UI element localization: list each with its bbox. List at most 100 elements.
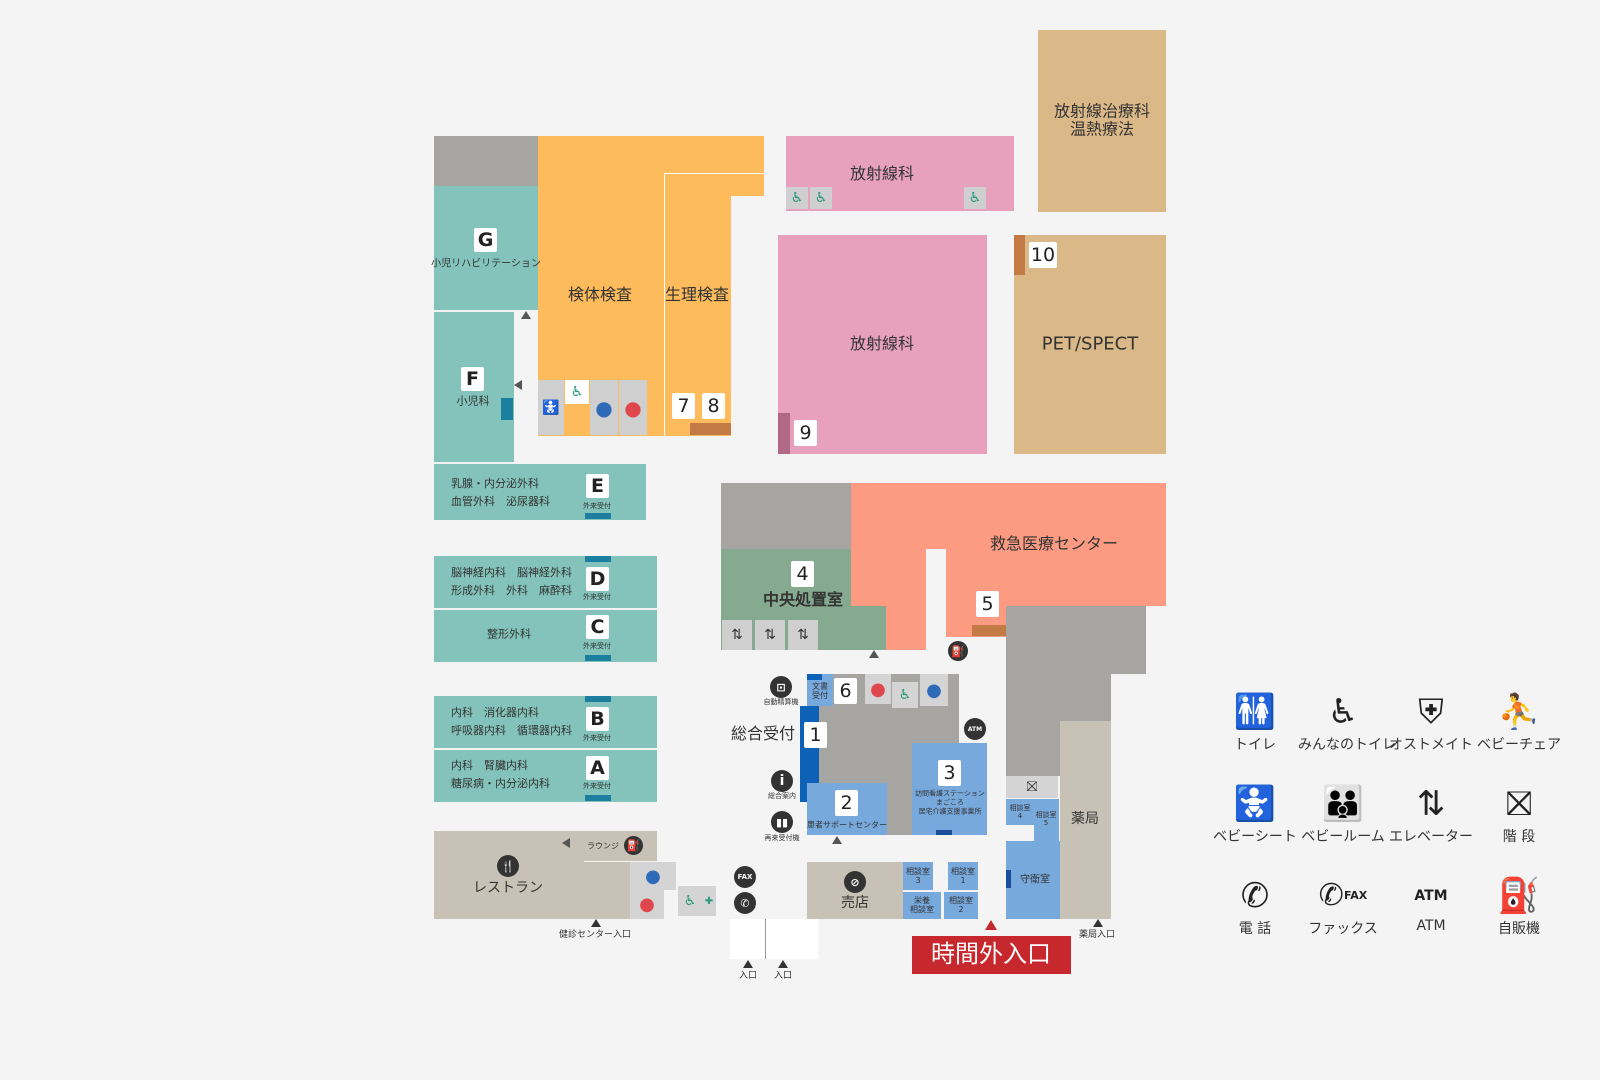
- accessible-toilet-icon: ♿: [565, 380, 589, 404]
- arrow-up: [521, 311, 531, 319]
- legend-item-baby-chair: ⛹ ベビーチェア: [1474, 690, 1564, 754]
- clinic-c[interactable]: [434, 610, 657, 662]
- room-number-9: 9: [794, 420, 817, 446]
- revisit-reception-label: 再来受付機: [764, 833, 800, 842]
- room-number-4: 4: [791, 561, 814, 587]
- legend: 🚻 トイレ ♿ みんなのトイレ ⛨ オストメイト ⛹ ベビーチェア 🚼 ベビーシ…: [1210, 690, 1580, 950]
- baby-chair-icon: ⛹: [1497, 692, 1541, 732]
- room-nutrition-consult[interactable]: [903, 892, 941, 919]
- room-9-marker: [778, 413, 790, 454]
- outpatient-reception-c: 外来受付: [583, 641, 611, 650]
- baby-sheet-icon: 🚼: [1233, 784, 1277, 824]
- legend-item-toilet: 🚻 トイレ: [1210, 690, 1300, 754]
- legend-label: 階 段: [1502, 829, 1536, 845]
- outpatient-reception-d: 外来受付: [583, 592, 611, 601]
- counter-cap: [807, 674, 822, 680]
- room-pet-spect[interactable]: [1014, 235, 1166, 454]
- room-pharmacy[interactable]: [1060, 721, 1111, 919]
- room-visiting-nurse[interactable]: [912, 743, 987, 835]
- reception-counter-c: [585, 655, 611, 661]
- emergency-wing: [886, 549, 926, 650]
- room-radiology-main[interactable]: [778, 235, 987, 454]
- reception-counter-e: [585, 513, 611, 519]
- room-pharmacy-label: 薬局: [1071, 810, 1099, 827]
- floor-map: 放射線治療科 温熱療法 PET/SPECT 10 放射線科 ♿ ♿ ♿ 放射線科…: [431, 30, 1166, 981]
- arrow-up: [832, 836, 842, 844]
- legend-item-telephone: ✆ 電 話: [1210, 874, 1300, 938]
- room-guard[interactable]: [1006, 841, 1060, 919]
- physio-divider-h: [664, 173, 764, 174]
- room-8-marker: [690, 423, 731, 435]
- clinic-a[interactable]: [434, 750, 657, 802]
- baby-room-icon: 👪: [1321, 784, 1365, 824]
- arrow-up: [743, 960, 753, 968]
- room-consult-2[interactable]: [944, 892, 978, 919]
- clinic-b[interactable]: [434, 696, 657, 748]
- fax-icon: FAX: [734, 866, 756, 888]
- room-number-1: 1: [804, 722, 827, 748]
- arrow-left: [514, 380, 522, 390]
- legend-label: ベビーチェア: [1477, 737, 1561, 753]
- legend-item-elevator: ⇅ エレベーター: [1386, 782, 1476, 846]
- room-consult-1-label: 相談室 1: [951, 866, 975, 885]
- lab-notch: [731, 196, 764, 436]
- after-hours-entrance-banner[interactable]: [912, 936, 1071, 974]
- general-reception-label: 総合受付: [730, 723, 796, 743]
- room-radiotherapy[interactable]: [1038, 30, 1166, 212]
- room-radiology-top-label: 放射線科: [849, 163, 915, 183]
- accessible-toilet-icon: ♿: [786, 187, 808, 209]
- telephone-icon: ✆: [734, 892, 756, 914]
- arrow-up: [985, 920, 997, 930]
- clinic-e-label: 乳腺・内分泌外科 血管外科 泌尿器科: [451, 477, 550, 508]
- legend-label: ベビールーム: [1301, 829, 1385, 845]
- legend-label: ATM: [1416, 918, 1446, 934]
- legend-label: ベビーシート: [1213, 829, 1297, 845]
- entrance-divider: [765, 919, 766, 959]
- toilet-male-icon: ●: [630, 862, 676, 890]
- info-desk-label: 総合案内: [768, 791, 796, 800]
- room-number-5: 5: [976, 591, 999, 617]
- room-nutrition-consult-label: 栄養 相談室: [910, 895, 934, 914]
- legend-label: ファックス: [1308, 921, 1378, 937]
- emergency-gap: [926, 549, 946, 650]
- room-lounge[interactable]: [584, 831, 657, 861]
- stairs-icon: ⛝: [1506, 784, 1532, 824]
- room-consult-5[interactable]: [1034, 799, 1059, 841]
- room-lounge-label: ラウンジ: [587, 841, 619, 851]
- clinic-d[interactable]: [434, 556, 657, 608]
- reception-counter-f: [501, 398, 513, 420]
- elevator-icon: ⇅: [755, 620, 785, 650]
- clinic-e[interactable]: [434, 464, 646, 520]
- legend-label: みんなのトイレ: [1298, 737, 1396, 753]
- room-number-2: 2: [835, 790, 858, 816]
- reception-counter-b: [585, 696, 611, 702]
- restroom-block: [584, 862, 630, 919]
- room-consult-1[interactable]: [948, 862, 978, 890]
- legend-item-accessible-toilet: ♿ みんなのトイレ: [1298, 690, 1396, 754]
- letter-e: E: [586, 474, 609, 498]
- toilet-icon: 🚻: [1233, 692, 1277, 732]
- room-5-marker: [972, 625, 1006, 636]
- outpatient-reception-e: 外来受付: [583, 501, 611, 510]
- stairs-icon: ⛝: [1006, 776, 1058, 798]
- vending-machine-icon: ⛽: [624, 836, 643, 855]
- gray-block-central: [721, 483, 851, 549]
- room-central-treatment-label: 中央処置室: [762, 589, 844, 609]
- room-pet-spect-label: PET/SPECT: [1041, 333, 1139, 355]
- elevator-icon: ⇅: [722, 620, 752, 650]
- room-guard-label: 守衛室: [1020, 874, 1050, 886]
- room-consult-4[interactable]: [1006, 799, 1034, 825]
- clinic-c-label: 整形外科: [487, 627, 531, 641]
- room-consult-3[interactable]: [903, 862, 933, 890]
- revisit-reception-icon: ▮▮: [771, 811, 793, 833]
- utility-block: [434, 136, 538, 186]
- atm-icon: ATM: [1386, 874, 1476, 918]
- clinic-d-label: 脳神経内科 脳神経外科 形成外科 外科 麻酔科: [451, 566, 572, 597]
- room-consult-3-label: 相談室 3: [906, 866, 930, 885]
- fax-icon-text: FAX: [1343, 889, 1368, 902]
- legend-item-ostomate: ⛨ オストメイト: [1386, 690, 1476, 754]
- outpatient-reception-b: 外来受付: [583, 733, 611, 742]
- legend-item-baby-room: 👪 ベビールーム: [1298, 782, 1388, 846]
- main-entrance: [730, 919, 818, 959]
- arrow-up: [778, 960, 788, 968]
